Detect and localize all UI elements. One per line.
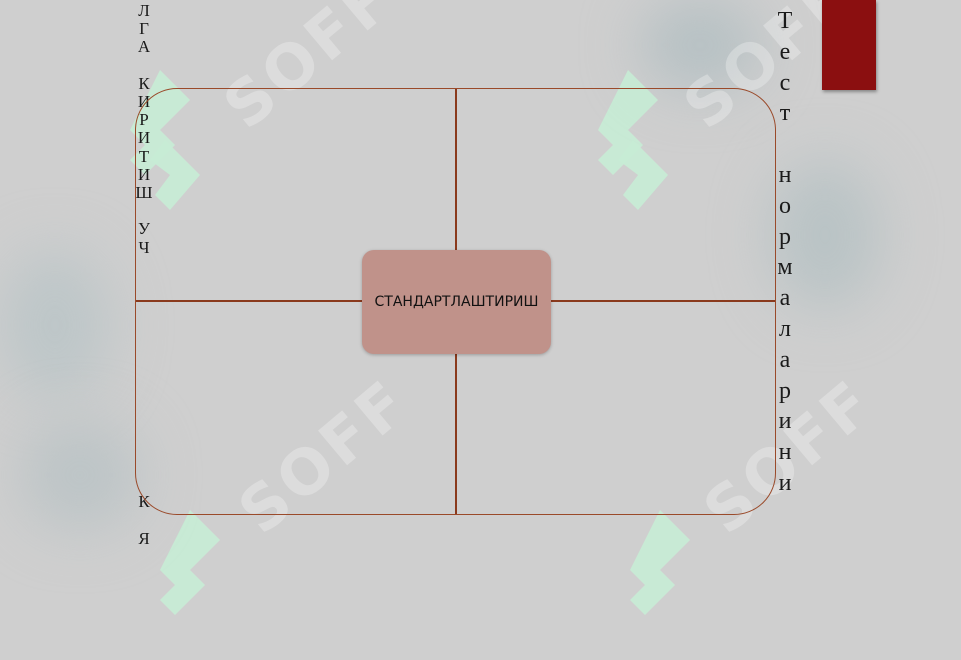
right-title-letter: Т: [777, 8, 793, 34]
background-blob: [640, 0, 760, 90]
right-title-letter: н: [778, 439, 792, 466]
left-title-letter: Ш: [135, 183, 153, 203]
center-concept-box[interactable]: СТАНДАРТЛАШТИРИШ: [362, 250, 551, 354]
right-title-letter: и: [778, 469, 792, 496]
divider-horizontal-left: [136, 300, 362, 302]
right-title-letter: м: [777, 254, 793, 281]
divider-vertical-top: [455, 89, 457, 250]
left-title-letter: [142, 57, 146, 75]
left-title-letter: И: [137, 128, 151, 148]
right-title-letter: р: [779, 377, 791, 404]
left-title-letter: К: [138, 73, 150, 93]
right-title-letter: а: [779, 346, 791, 373]
right-title-letter: [782, 129, 788, 160]
divider-vertical-bottom: [455, 354, 457, 514]
divider-horizontal-right: [551, 300, 775, 302]
watermark-logo-icon: [160, 510, 220, 615]
right-title-letter: о: [779, 192, 791, 219]
watermark-logo-icon: [630, 510, 690, 615]
right-title-letter: т: [779, 100, 791, 127]
left-title-letter: Г: [139, 19, 149, 39]
right-title-letter: л: [779, 315, 791, 342]
left-title-letter: Л: [138, 1, 150, 20]
background-blob: [0, 250, 110, 400]
left-title-letter: Ч: [138, 237, 150, 257]
left-title-letter: И: [137, 164, 151, 184]
left-title-letter: Я: [138, 528, 150, 548]
left-title-letter: Т: [138, 146, 150, 166]
right-title-letter: и: [778, 408, 792, 435]
left-title-letter: У: [137, 219, 151, 239]
red-accent-block: [822, 0, 876, 90]
right-title-letter: н: [778, 161, 792, 188]
right-title-letter: с: [779, 69, 791, 96]
background-blob: [20, 420, 140, 530]
right-title-letter: е: [779, 38, 791, 65]
left-title-letter: К: [138, 492, 150, 512]
left-title-letter: [142, 512, 146, 530]
left-title-letter: А: [137, 37, 151, 57]
diagram-frame: [135, 88, 776, 515]
right-title-letter: а: [779, 285, 791, 312]
right-title-letter: р: [779, 223, 791, 250]
